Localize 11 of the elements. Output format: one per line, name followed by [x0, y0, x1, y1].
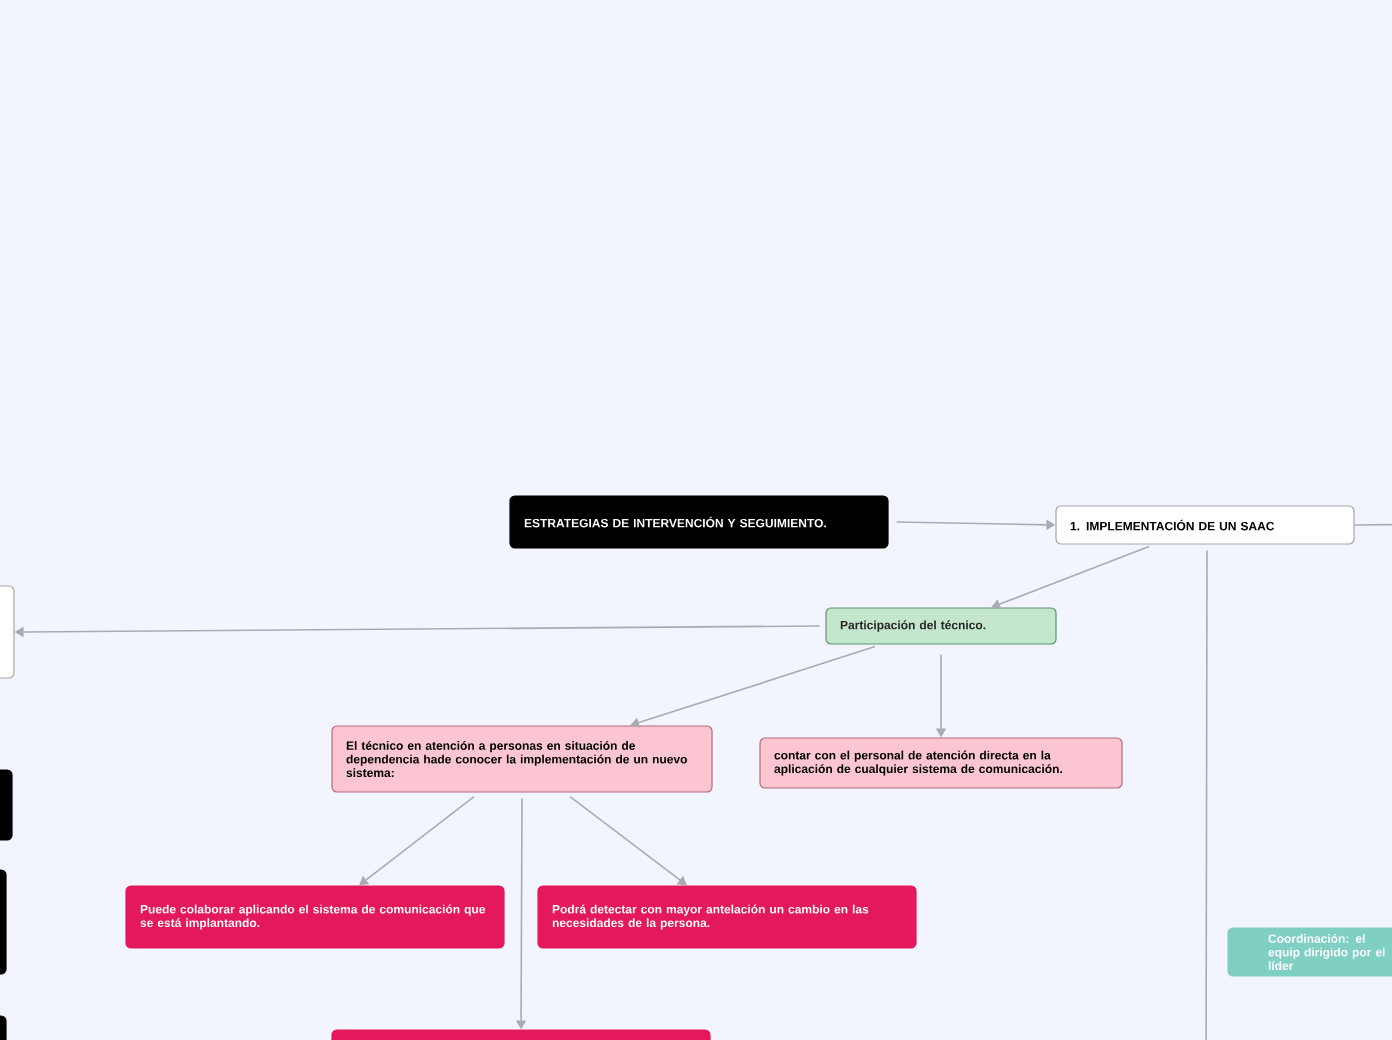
box-shape — [331, 1029, 711, 1040]
connector-line — [1353, 523, 1392, 526]
arrow — [630, 645, 876, 728]
arrow — [359, 795, 475, 886]
connector-line — [1205, 549, 1208, 1040]
arrow — [991, 545, 1150, 610]
box-shape — [0, 585, 15, 679]
arrow — [569, 795, 687, 886]
box-shape — [0, 769, 13, 841]
box-shape — [0, 869, 7, 975]
box-shape — [0, 1015, 7, 1040]
